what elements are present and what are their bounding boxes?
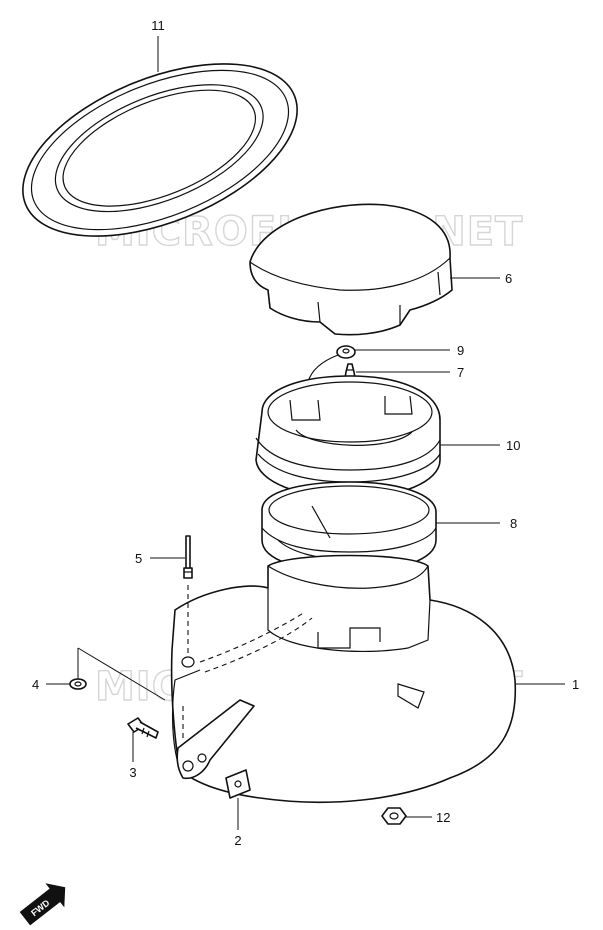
part-1-tank-body[interactable] [170,554,517,804]
callout-9: 9 [457,343,464,358]
part-5-bolt[interactable] [183,535,193,579]
callout-11: 11 [151,18,165,33]
callout-3: 3 [129,765,136,780]
callout-4: 4 [32,677,39,692]
part-3-screw[interactable] [127,717,159,739]
callout-12: 12 [436,810,450,825]
part-9-grommet[interactable] [307,345,356,383]
part-12-nut[interactable] [381,807,407,825]
callout-8: 8 [510,516,517,531]
callout-7: 7 [457,365,464,380]
part-10-ring[interactable] [255,375,441,499]
part-4-washer[interactable] [69,678,87,690]
callout-1: 1 [572,677,579,692]
callout-5: 5 [135,551,142,566]
callout-6: 6 [505,271,512,286]
bracket-line-4 [77,647,166,701]
part-2-clip[interactable] [225,769,251,799]
part-11-gasket[interactable] [0,29,321,271]
part-6-cap[interactable] [249,203,453,336]
callout-10: 10 [506,438,520,453]
callout-2: 2 [234,833,241,848]
fwd-arrow-icon: FWD [19,883,66,926]
